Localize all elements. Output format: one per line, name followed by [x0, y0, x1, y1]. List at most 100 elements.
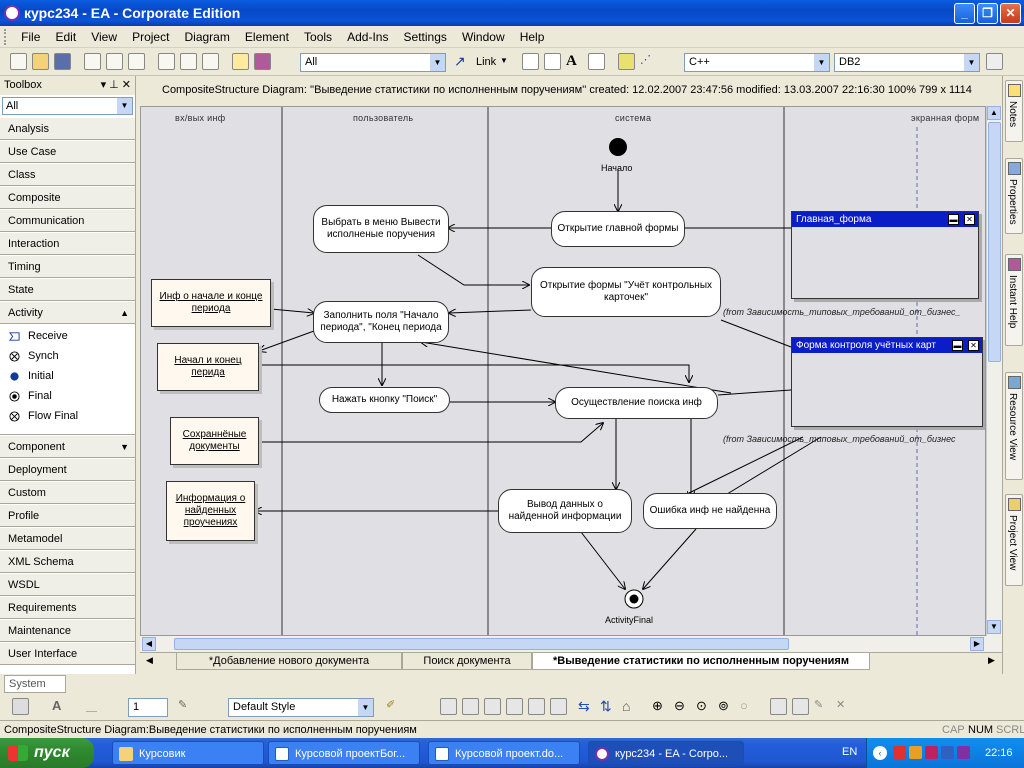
task-ea[interactable]: курс234 - EA - Corpo...: [588, 741, 744, 765]
tool-synch[interactable]: Synch: [0, 346, 135, 366]
pen-icon[interactable]: ✐: [386, 699, 396, 711]
frame-control-form[interactable]: Форма контроля учётных карт▬✕: [791, 337, 983, 427]
activity-select-menu[interactable]: Выбрать в меню Вывести исполненые поруче…: [313, 205, 449, 253]
object-saved-docs[interactable]: Сохраннёные документы: [170, 417, 259, 465]
toolbox-category[interactable]: Use Case: [0, 140, 135, 163]
toolbox-category[interactable]: Interaction: [0, 232, 135, 255]
toolbox-category[interactable]: Communication: [0, 209, 135, 232]
toolbox-category[interactable]: Timing: [0, 255, 135, 278]
activity-output-found[interactable]: Вывод данных о найденной информации: [498, 489, 632, 533]
link-label[interactable]: Link: [476, 56, 497, 68]
vertical-scrollbar[interactable]: ▲ ▼: [986, 106, 1002, 636]
side-tab-instant-help[interactable]: Instant Help: [1005, 254, 1023, 346]
menu-window[interactable]: Window: [461, 30, 505, 44]
link-arrow-icon[interactable]: ↗: [454, 53, 466, 69]
restore-icon[interactable]: ▬: [952, 340, 963, 351]
zoom-search-icon[interactable]: ○: [740, 698, 748, 713]
tab-scroll-right-icon[interactable]: ▶: [988, 655, 995, 665]
side-tab-resource-view[interactable]: Resource View: [1005, 372, 1023, 480]
toolbox-category[interactable]: Deployment: [0, 458, 135, 481]
menu-add-ins[interactable]: Add-Ins: [347, 30, 389, 44]
menu-view[interactable]: View: [91, 30, 118, 44]
frame-main-form[interactable]: Главная_форма▬✕: [791, 211, 979, 299]
link-dropdown-icon[interactable]: ▼: [500, 56, 508, 65]
undo-icon[interactable]: [128, 53, 145, 70]
toolbox-category[interactable]: Profile: [0, 504, 135, 527]
table-icon[interactable]: [792, 698, 809, 715]
tool-flow-final[interactable]: Flow Final: [0, 406, 135, 426]
new-file-icon[interactable]: [10, 53, 27, 70]
text-icon[interactable]: A: [566, 53, 577, 69]
menu-element[interactable]: Element: [244, 30, 289, 44]
copy-icon[interactable]: [84, 53, 101, 70]
menu-tools[interactable]: Tools: [304, 30, 333, 44]
hyperlink-icon[interactable]: [618, 53, 635, 70]
note-icon[interactable]: [588, 53, 605, 70]
tool-initial[interactable]: Initial: [0, 366, 135, 386]
toolbox-category[interactable]: WSDL: [0, 573, 135, 596]
tools-icon[interactable]: ✎: [814, 699, 824, 711]
toolbox-category[interactable]: Analysis: [0, 117, 135, 140]
paste-icon[interactable]: [106, 53, 123, 70]
side-tab-properties[interactable]: Properties: [1005, 158, 1023, 234]
tray-app-icon[interactable]: [925, 746, 938, 759]
vertical-scroll-thumb[interactable]: [988, 122, 1001, 362]
object-found-info[interactable]: Информация о найденных проучениях: [166, 481, 255, 541]
toolbox-category[interactable]: XML Schema: [0, 550, 135, 573]
activity-do-search[interactable]: Осуществление поиска инф: [555, 387, 718, 419]
toolbox-category[interactable]: Maintenance: [0, 619, 135, 642]
menu-file[interactable]: File: [21, 30, 41, 44]
connector-icon[interactable]: ⋰: [640, 54, 651, 66]
toolbox-category[interactable]: Class: [0, 163, 135, 186]
close-icon[interactable]: ✕: [968, 340, 979, 351]
horizontal-scrollbar[interactable]: ◀ ▶: [140, 636, 1002, 652]
task-word-2[interactable]: Курсовой проект.do...: [428, 741, 580, 765]
tab-scroll-left-icon[interactable]: ◀: [146, 655, 153, 665]
tab-search-document[interactable]: Поиск документа: [402, 653, 532, 670]
rectangle-icon[interactable]: [522, 53, 539, 70]
toolbox-category[interactable]: User Interface: [0, 642, 135, 665]
fill-color-icon[interactable]: [12, 698, 29, 715]
tray-expand-icon[interactable]: ‹: [873, 746, 887, 760]
align-bottom-icon[interactable]: [528, 698, 545, 715]
tool-final[interactable]: Final: [0, 386, 135, 406]
tab-add-document[interactable]: *Добавление нового документа: [176, 653, 402, 670]
book-icon[interactable]: [254, 53, 271, 70]
save-icon[interactable]: [54, 53, 71, 70]
language-combo[interactable]: C++▼: [684, 53, 830, 72]
align-left-icon[interactable]: [440, 698, 457, 715]
zoom-fit-icon[interactable]: ⊙: [696, 698, 707, 713]
delete-icon[interactable]: ✕: [836, 699, 846, 711]
tool-receive[interactable]: Receive: [0, 326, 135, 346]
activity-error-notfound[interactable]: Ошибка инф не найденна: [643, 493, 777, 529]
print-preview-icon[interactable]: [180, 53, 197, 70]
menu-diagram[interactable]: Diagram: [184, 30, 230, 44]
scroll-up-icon[interactable]: ▲: [987, 106, 1001, 120]
maximize-button[interactable]: ❐: [977, 3, 998, 24]
align-right-icon[interactable]: [484, 698, 501, 715]
find-icon[interactable]: [158, 53, 175, 70]
toolbox-category[interactable]: State: [0, 278, 135, 301]
grid-icon[interactable]: [770, 698, 787, 715]
object-info-period[interactable]: Инф о начале и конце периода: [151, 279, 271, 327]
open-folder-icon[interactable]: [32, 53, 49, 70]
start-button[interactable]: пуск: [0, 738, 94, 768]
scroll-down-icon[interactable]: ▼: [987, 620, 1001, 634]
line-color-icon[interactable]: ＿: [86, 701, 97, 713]
script-icon[interactable]: [986, 53, 1003, 70]
tray-app-icon[interactable]: [909, 746, 922, 759]
horizontal-scroll-thumb[interactable]: [174, 638, 789, 650]
database-combo[interactable]: DB2▼: [834, 53, 980, 72]
font-color-icon[interactable]: A: [52, 698, 62, 713]
notes-icon[interactable]: [232, 53, 249, 70]
task-word-1[interactable]: Курсовой проектБог...: [268, 741, 420, 765]
menu-settings[interactable]: Settings: [403, 30, 447, 44]
home-icon[interactable]: ⌂: [622, 698, 631, 714]
restore-icon[interactable]: ▬: [948, 214, 959, 225]
object-start-end[interactable]: Начал и конец перида: [157, 343, 259, 391]
line-width-spinner[interactable]: 1: [128, 698, 168, 717]
tray-app-icon[interactable]: [957, 746, 970, 759]
activity-fill-fields[interactable]: Заполнить поля "Начало периода", "Конец …: [313, 301, 449, 343]
close-button[interactable]: ✕: [1000, 3, 1021, 24]
scroll-right-icon[interactable]: ▶: [970, 637, 984, 651]
